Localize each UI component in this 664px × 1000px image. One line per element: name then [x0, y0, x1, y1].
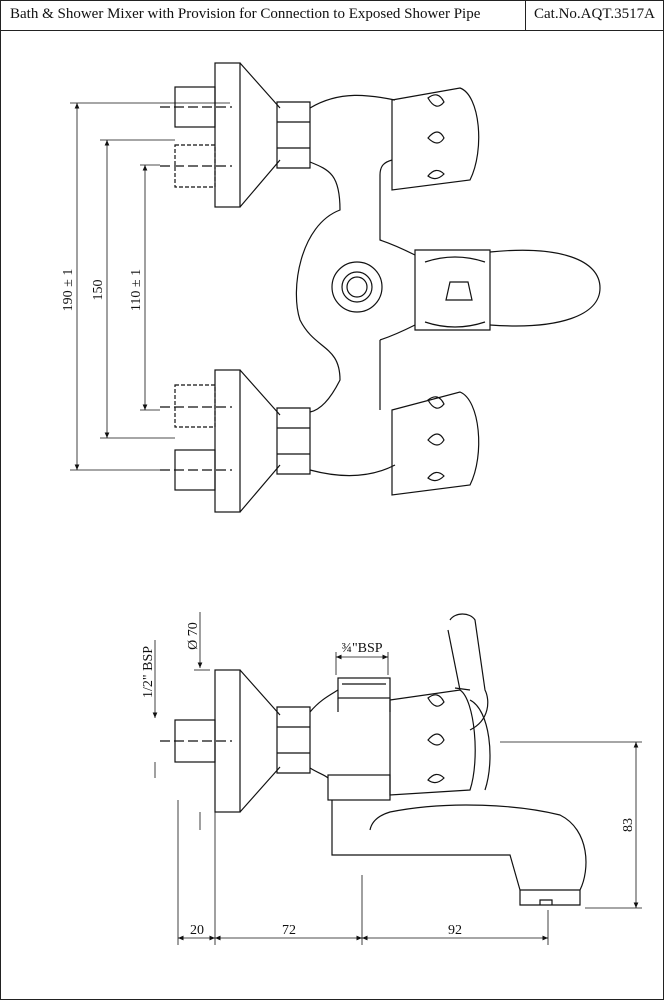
dim-20: 20 — [190, 923, 204, 938]
title-block: Bath & Shower Mixer with Provision for C… — [0, 0, 664, 31]
dim-72: 72 — [282, 923, 296, 938]
cold-handle — [391, 391, 480, 496]
shower-outlet-thread — [337, 677, 391, 699]
dim-150: 150 — [91, 280, 106, 301]
catalog-cell: Cat.No.AQT.3517A — [525, 0, 664, 30]
side-view: ¾"BSP 1/2" BSP Ø 70 83 20 72 92 — [141, 612, 642, 945]
side-flange — [214, 669, 241, 813]
hot-handle — [391, 87, 480, 191]
top-view: 190 ± 1 150 110 ± 1 — [61, 62, 601, 513]
diverter-knob — [414, 249, 491, 331]
dim-190: 190 ± 1 — [61, 269, 76, 312]
dim-outlet-bsp: ¾"BSP — [341, 641, 382, 656]
side-handle — [389, 689, 476, 796]
lower-flange — [214, 369, 241, 513]
upper-hex-nut — [276, 101, 311, 169]
dim-flange-dia: Ø 70 — [186, 622, 201, 650]
lower-hex-nut — [276, 407, 311, 475]
side-hex-nut — [276, 706, 311, 774]
diverter-ring — [331, 261, 383, 313]
dim-inlet-bsp: 1/2" BSP — [141, 646, 156, 698]
dim-92: 92 — [448, 923, 462, 938]
drawing-title: Bath & Shower Mixer with Provision for C… — [10, 6, 481, 22]
upper-flange — [214, 62, 241, 208]
catalog-number: Cat.No.AQT.3517A — [534, 6, 655, 22]
dim-height-83: 83 — [621, 818, 636, 832]
spout-aerator — [519, 890, 581, 906]
diverter-lever — [489, 249, 601, 327]
dim-110: 110 ± 1 — [129, 269, 144, 311]
